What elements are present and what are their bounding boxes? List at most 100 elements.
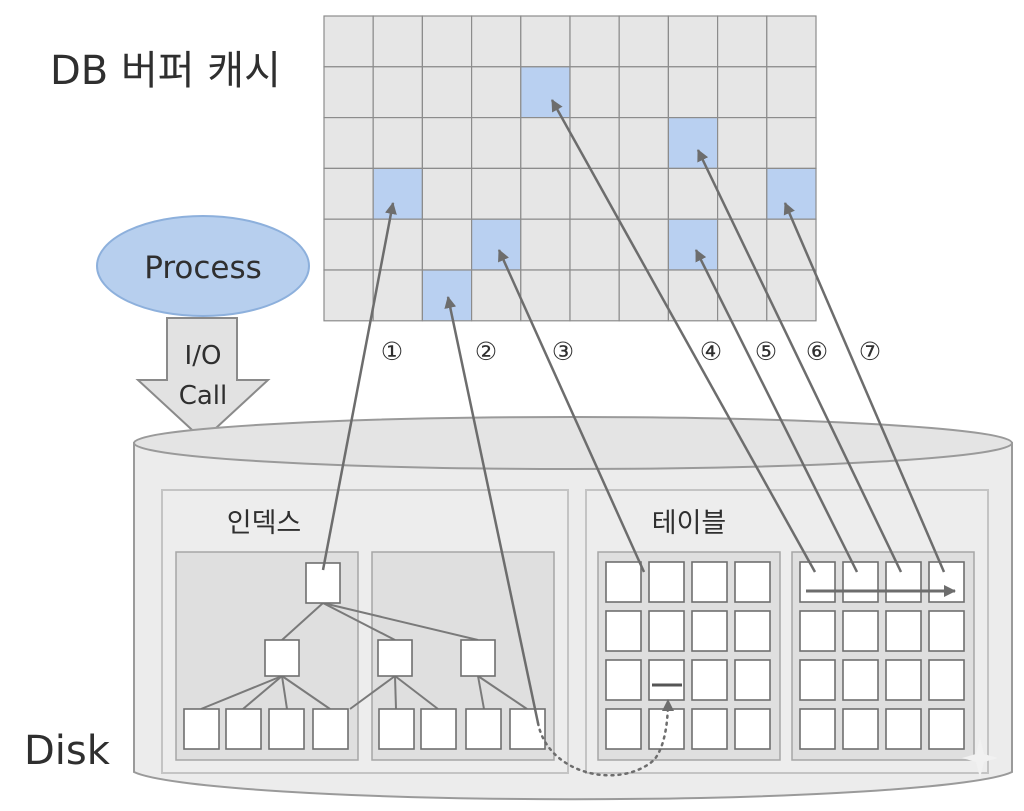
cache-block (323, 167, 374, 220)
cache-block (520, 218, 571, 271)
cache-block (716, 15, 768, 68)
cache-block (372, 15, 424, 68)
cache-block (471, 116, 522, 169)
index-leaf-node (378, 708, 415, 750)
step-label-3: ③ (552, 337, 574, 366)
cache-block-loaded (766, 167, 817, 220)
step-label-2: ② (475, 337, 497, 366)
table-block (605, 610, 642, 652)
cache-block (372, 269, 424, 322)
cache-block (372, 66, 424, 119)
table-block (691, 659, 728, 701)
io-read-arrows (321, 99, 946, 724)
table-block (885, 708, 922, 750)
cache-block (471, 66, 522, 119)
cache-block (667, 66, 719, 119)
read-arrow-3 (497, 249, 646, 573)
cache-block (323, 116, 374, 169)
cache-block-loaded (667, 116, 719, 169)
cache-block (520, 15, 571, 68)
index-leaf-node (312, 708, 349, 750)
cache-block-loaded (667, 218, 719, 271)
buffer-cache-grid (323, 15, 817, 322)
table-block (734, 610, 771, 652)
table-block (799, 708, 836, 750)
buffer-cache-title: DB 버퍼 캐시 (50, 48, 281, 94)
table-block (928, 659, 965, 701)
table-block (799, 610, 836, 652)
step-label-1: ① (381, 337, 403, 366)
cache-block (618, 116, 670, 169)
table-block (799, 561, 836, 603)
io-label: I/O (185, 341, 222, 371)
cache-block (471, 269, 522, 322)
cache-block (618, 15, 670, 68)
table-block (691, 708, 728, 750)
table-block (648, 610, 685, 652)
cache-block (569, 269, 620, 322)
table-block (928, 561, 965, 603)
table-block (799, 659, 836, 701)
table-block (605, 708, 642, 750)
index-leaf-node (268, 708, 305, 750)
table-block (928, 708, 965, 750)
cache-block (323, 269, 374, 322)
index-tree-edges (200, 602, 528, 710)
step-label-6: ⑥ (806, 337, 828, 366)
table-block (648, 659, 685, 701)
table-block (691, 561, 728, 603)
cache-block (618, 66, 670, 119)
table-block (691, 610, 728, 652)
cache-block (766, 15, 817, 68)
index-label: 인덱스 (227, 508, 302, 539)
read-arrow-1 (321, 202, 397, 571)
step-label-5: ⑤ (755, 337, 777, 366)
cache-block (667, 15, 719, 68)
step-label-4: ④ (700, 337, 722, 366)
index-branch-node (264, 639, 300, 677)
index-leaf-node (183, 708, 220, 750)
cache-block (618, 167, 670, 220)
index-leaf-node (420, 708, 457, 750)
cache-block (421, 116, 473, 169)
disk-label: Disk (24, 728, 111, 774)
cache-block (716, 167, 768, 220)
cache-block (766, 66, 817, 119)
cache-block (716, 116, 768, 169)
cache-block-loaded (471, 218, 522, 271)
cache-block (569, 66, 620, 119)
cache-block (766, 218, 817, 271)
cache-block (569, 15, 620, 68)
table-block (928, 610, 965, 652)
step-label-7: ⑦ (859, 337, 881, 366)
call-label: Call (179, 381, 228, 411)
table-block (842, 561, 879, 603)
table-block (885, 610, 922, 652)
read-arrow-5 (694, 249, 859, 573)
cache-block (421, 66, 473, 119)
read-arrow-7 (783, 202, 946, 573)
table-block (885, 561, 922, 603)
io-call-arrow (135, 317, 271, 442)
table-block (605, 561, 642, 603)
table-block (734, 708, 771, 750)
table-blocks (605, 561, 965, 750)
table-block (885, 659, 922, 701)
cache-block (766, 116, 817, 169)
cache-block (323, 15, 374, 68)
table-block (842, 659, 879, 701)
table-block (648, 561, 685, 603)
process-node (96, 215, 310, 317)
read-arrow-4 (550, 99, 817, 573)
sparkle-icon (962, 738, 998, 778)
index-branch-node (377, 639, 413, 677)
table-label: 테이블 (652, 508, 727, 539)
index-leaf-node (465, 708, 502, 750)
cache-block (421, 167, 473, 220)
index-leaf-node (225, 708, 262, 750)
cache-block (421, 15, 473, 68)
read-arrow-2 (444, 296, 540, 724)
table-block (605, 659, 642, 701)
